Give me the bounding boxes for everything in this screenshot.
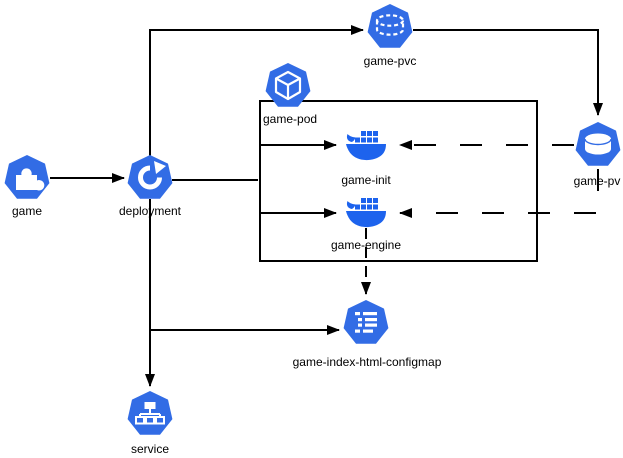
edge-game-pvc-to-game-pv bbox=[413, 29, 603, 116]
game-engine-label: game-engine bbox=[330, 238, 402, 252]
game-init-label: game-init bbox=[341, 173, 391, 187]
pod-boundary-rect[interactable] bbox=[259, 100, 538, 262]
deployment-label: deployment bbox=[118, 204, 182, 218]
game-pvc-node pvc-dashed-cylinder-icon[interactable] bbox=[367, 4, 413, 50]
game-pvc-label: game-pvc bbox=[363, 54, 417, 68]
service-label: service bbox=[130, 442, 170, 456]
game-pv-label: game-pv bbox=[573, 174, 621, 188]
configmap-label: game-index-html-configmap bbox=[292, 355, 442, 369]
game-engine-node docker-whale-icon[interactable] bbox=[343, 195, 389, 231]
game-pod-label: game-pod bbox=[263, 112, 318, 126]
game-pv-node pv-cylinder-icon[interactable] bbox=[575, 122, 621, 168]
game-init-node docker-whale-icon[interactable] bbox=[343, 128, 389, 164]
game-pod-node pod-cube-icon[interactable] bbox=[265, 63, 311, 109]
game-node puzzle-icon[interactable] bbox=[4, 155, 50, 201]
edge-deployment-to-game-pvc bbox=[149, 25, 364, 156]
deployment-node deployment-cycle-icon[interactable] bbox=[127, 155, 173, 201]
service-node service-tree-icon[interactable] bbox=[127, 391, 173, 437]
edge-game-pv-to-game-engine bbox=[399, 169, 599, 218]
game-label: game bbox=[11, 204, 43, 218]
configmap-node configmap-icon[interactable] bbox=[343, 300, 389, 346]
